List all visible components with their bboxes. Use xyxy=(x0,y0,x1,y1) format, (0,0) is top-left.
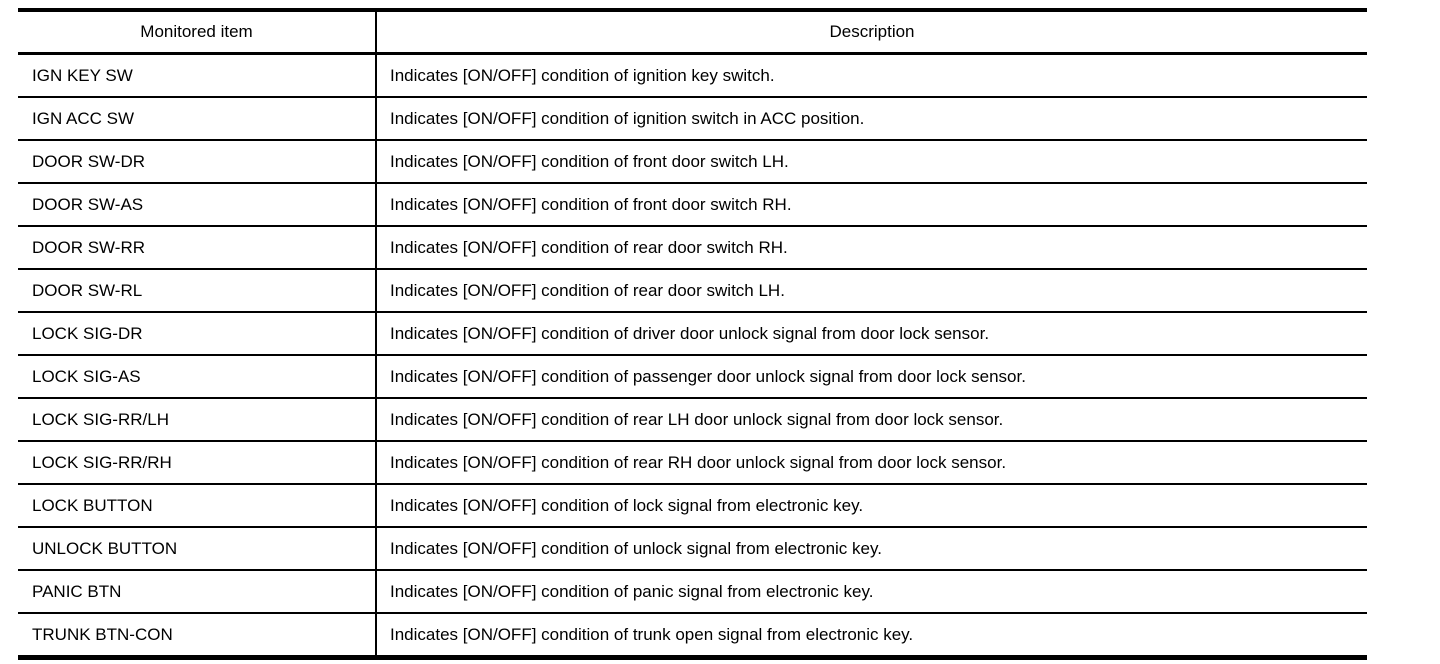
monitored-item-cell: IGN ACC SW xyxy=(18,97,377,141)
table-row: LOCK BUTTON Indicates [ON/OFF] condition… xyxy=(18,484,1367,528)
table-row: DOOR SW-DR Indicates [ON/OFF] condition … xyxy=(18,140,1367,184)
monitored-item-cell: DOOR SW-DR xyxy=(18,140,377,184)
description-cell: Indicates [ON/OFF] condition of ignition… xyxy=(376,53,1367,98)
table-row: DOOR SW-RL Indicates [ON/OFF] condition … xyxy=(18,269,1367,313)
table-row: LOCK SIG-RR/LH Indicates [ON/OFF] condit… xyxy=(18,398,1367,442)
table-row: IGN KEY SW Indicates [ON/OFF] condition … xyxy=(18,53,1367,98)
monitored-item-cell: DOOR SW-RR xyxy=(18,226,377,270)
monitored-item-cell: PANIC BTN xyxy=(18,570,377,614)
table-row: LOCK SIG-DR Indicates [ON/OFF] condition… xyxy=(18,312,1367,356)
table-row: LOCK SIG-AS Indicates [ON/OFF] condition… xyxy=(18,355,1367,399)
description-cell: Indicates [ON/OFF] condition of passenge… xyxy=(376,355,1367,399)
monitored-item-cell: LOCK SIG-AS xyxy=(18,355,377,399)
table-body: IGN KEY SW Indicates [ON/OFF] condition … xyxy=(18,53,1367,659)
description-cell: Indicates [ON/OFF] condition of driver d… xyxy=(376,312,1367,356)
description-cell: Indicates [ON/OFF] condition of lock sig… xyxy=(376,484,1367,528)
description-cell: Indicates [ON/OFF] condition of rear doo… xyxy=(376,269,1367,313)
description-cell: Indicates [ON/OFF] condition of rear doo… xyxy=(376,226,1367,270)
monitored-item-cell: IGN KEY SW xyxy=(18,53,377,98)
table-row: UNLOCK BUTTON Indicates [ON/OFF] conditi… xyxy=(18,527,1367,571)
monitored-item-cell: LOCK SIG-DR xyxy=(18,312,377,356)
monitored-item-cell: LOCK SIG-RR/LH xyxy=(18,398,377,442)
description-cell: Indicates [ON/OFF] condition of rear LH … xyxy=(376,398,1367,442)
table-row: DOOR SW-RR Indicates [ON/OFF] condition … xyxy=(18,226,1367,270)
table-row: IGN ACC SW Indicates [ON/OFF] condition … xyxy=(18,97,1367,141)
monitored-item-cell: DOOR SW-RL xyxy=(18,269,377,313)
table-header: Monitored item Description xyxy=(18,10,1367,55)
column-header-monitored-item: Monitored item xyxy=(18,10,377,55)
table-row: TRUNK BTN-CON Indicates [ON/OFF] conditi… xyxy=(18,613,1367,659)
description-cell: Indicates [ON/OFF] condition of ignition… xyxy=(376,97,1367,141)
header-row: Monitored item Description xyxy=(18,10,1367,55)
description-cell: Indicates [ON/OFF] condition of front do… xyxy=(376,140,1367,184)
monitored-item-cell: UNLOCK BUTTON xyxy=(18,527,377,571)
monitored-items-table: Monitored item Description IGN KEY SW In… xyxy=(18,8,1367,660)
description-cell: Indicates [ON/OFF] condition of rear RH … xyxy=(376,441,1367,485)
table-row: PANIC BTN Indicates [ON/OFF] condition o… xyxy=(18,570,1367,614)
table-row: LOCK SIG-RR/RH Indicates [ON/OFF] condit… xyxy=(18,441,1367,485)
column-header-description: Description xyxy=(376,10,1367,55)
monitored-item-cell: LOCK SIG-RR/RH xyxy=(18,441,377,485)
description-cell: Indicates [ON/OFF] condition of trunk op… xyxy=(376,613,1367,659)
table-row: DOOR SW-AS Indicates [ON/OFF] condition … xyxy=(18,183,1367,227)
description-cell: Indicates [ON/OFF] condition of unlock s… xyxy=(376,527,1367,571)
monitored-item-cell: LOCK BUTTON xyxy=(18,484,377,528)
monitored-item-cell: TRUNK BTN-CON xyxy=(18,613,377,659)
monitored-item-cell: DOOR SW-AS xyxy=(18,183,377,227)
description-cell: Indicates [ON/OFF] condition of panic si… xyxy=(376,570,1367,614)
description-cell: Indicates [ON/OFF] condition of front do… xyxy=(376,183,1367,227)
